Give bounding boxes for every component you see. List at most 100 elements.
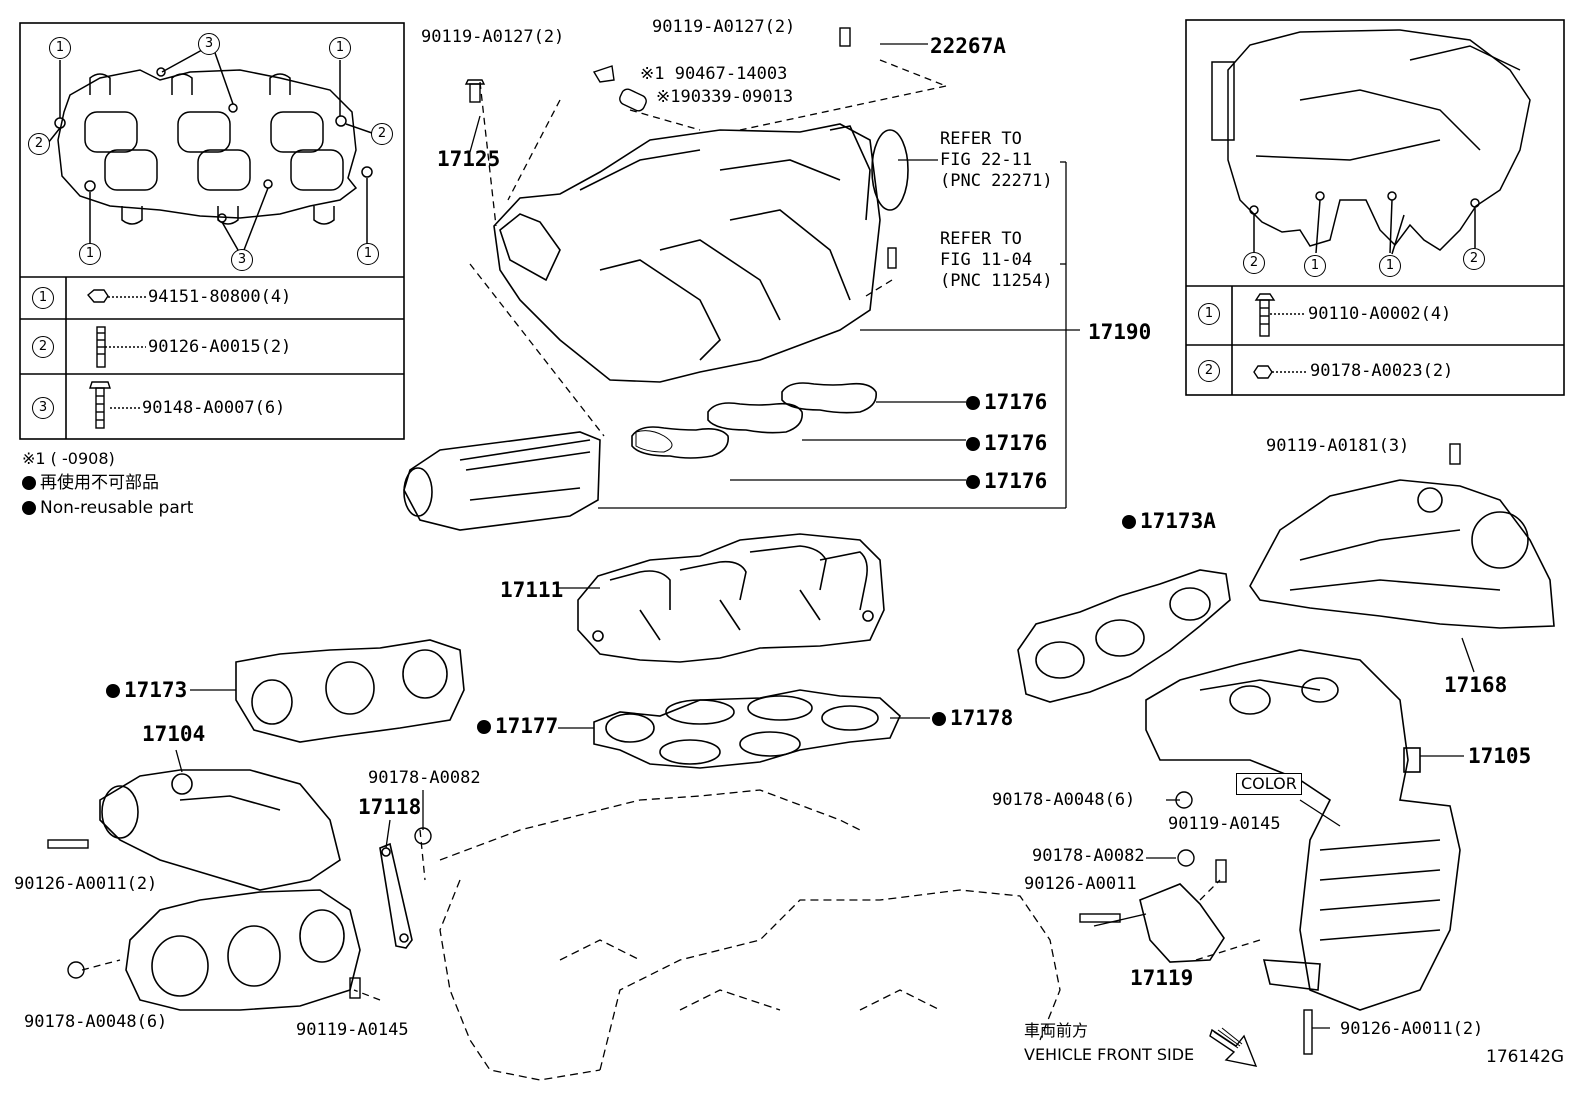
legend-en-text: Non-reusable part <box>40 498 194 518</box>
callout-1-icon: 1 <box>49 37 71 59</box>
part-number[interactable]: 94151-80800(4) <box>148 287 292 307</box>
part-number[interactable]: 90178-A0082 <box>1032 846 1145 866</box>
part-number[interactable]: 17105 <box>1468 744 1532 768</box>
part-number[interactable]: 17119 <box>1130 966 1194 990</box>
part-number-nonreusable[interactable]: 17177 <box>477 716 558 737</box>
part-number[interactable]: 90126-A0011(2) <box>1340 1019 1484 1039</box>
intake-manifold-drawing <box>493 123 909 383</box>
legend-en: Non-reusable part <box>22 500 193 517</box>
color-tag: COLOR <box>1236 773 1302 795</box>
part-number[interactable]: 90119-A0145 <box>296 1020 409 1040</box>
part-number[interactable]: 90148-A0007(6) <box>142 398 286 418</box>
part-label: 17177 <box>495 714 559 738</box>
inset-left-fasteners <box>87 289 146 429</box>
callout-2-icon: 2 <box>1243 252 1265 274</box>
intake-plate-17111 <box>577 533 885 663</box>
table-marker: 2 <box>1198 360 1220 382</box>
part-number[interactable]: ※190339-09013 <box>656 87 794 107</box>
figure-code: 176142G <box>1486 1047 1565 1067</box>
front-label-en: VEHICLE FRONT SIDE <box>1024 1045 1195 1064</box>
callout-2-icon: 2 <box>371 123 393 145</box>
refer-text: (PNC 22271) <box>940 171 1053 191</box>
gasket-17173a <box>1017 569 1231 703</box>
part-label: 17176 <box>984 469 1048 493</box>
inset-left-box <box>19 22 405 440</box>
callout-1-icon: 1 <box>79 243 101 265</box>
intake-runner-drawing <box>403 431 601 531</box>
gaskets-17176 <box>631 382 877 459</box>
part-number[interactable]: 17118 <box>358 795 422 819</box>
part-number-nonreusable[interactable]: 17176 <box>966 433 1047 454</box>
bracket-17118 <box>379 842 413 949</box>
solid-leaders <box>175 43 1475 1029</box>
bracket-17119 <box>1139 883 1225 963</box>
part-label: 17176 <box>984 390 1048 414</box>
part-label: 17173 <box>124 678 188 702</box>
part-number[interactable]: 90178-A0048(6) <box>24 1012 168 1032</box>
part-number-nonreusable[interactable]: 17178 <box>932 708 1013 729</box>
bullet-icon <box>22 476 36 490</box>
part-number[interactable]: 17104 <box>142 722 206 746</box>
callout-1-icon: 1 <box>357 243 379 265</box>
part-number[interactable]: ※1 90467-14003 <box>640 64 788 84</box>
legend-note: ※1 ( -0908) <box>22 449 115 468</box>
part-label: 17176 <box>984 431 1048 455</box>
part-number-nonreusable[interactable]: 17176 <box>966 392 1047 413</box>
callout-1-icon: 1 <box>329 37 351 59</box>
dashed-leaders <box>81 59 1261 1001</box>
front-label-jp: 車両前方 <box>1024 1021 1089 1040</box>
part-number[interactable]: 90119-A0181(3) <box>1266 436 1410 456</box>
gaskets-17177-17178 <box>593 689 901 769</box>
part-number[interactable]: 90178-A0082 <box>368 768 481 788</box>
callout-2-icon: 2 <box>1463 248 1485 270</box>
part-number[interactable]: 17111 <box>500 578 564 602</box>
bullet-icon <box>477 720 491 734</box>
gasket-17173 <box>235 639 465 743</box>
table-marker: 1 <box>1198 303 1220 325</box>
part-number[interactable]: 17190 <box>1088 320 1152 344</box>
callout-2-icon: 2 <box>28 133 50 155</box>
part-label: 17173A <box>1140 509 1216 533</box>
part-number[interactable]: 90178-A0023(2) <box>1310 361 1454 381</box>
bullet-icon <box>966 396 980 410</box>
refer-text[interactable]: FIG 22-11 <box>940 150 1033 170</box>
part-number[interactable]: 90126-A0015(2) <box>148 337 292 357</box>
bullet-icon <box>932 712 946 726</box>
exhaust-converter-17104 <box>99 769 361 1011</box>
part-number[interactable]: 90119-A0127(2) <box>421 27 565 47</box>
table-marker: 2 <box>32 336 54 358</box>
part-number[interactable]: 90110-A0002(4) <box>1308 304 1452 324</box>
legend-jp: 再使用不可部品 <box>22 475 159 492</box>
refer-text: (PNC 11254) <box>940 271 1053 291</box>
part-label: 17178 <box>950 706 1014 730</box>
callout-1-icon: 1 <box>1304 255 1326 277</box>
part-number-nonreusable[interactable]: 17173 <box>106 680 187 701</box>
part-number-nonreusable[interactable]: 17176 <box>966 471 1047 492</box>
bullet-icon <box>966 475 980 489</box>
front-arrow-icon <box>1209 1027 1258 1067</box>
refer-text: REFER TO <box>940 229 1022 249</box>
part-number[interactable]: 17168 <box>1444 673 1508 697</box>
part-number[interactable]: 90126-A0011 <box>1024 874 1137 894</box>
bullet-icon <box>22 501 36 515</box>
part-number[interactable]: 90119-A0127(2) <box>652 17 796 37</box>
part-number[interactable]: 90119-A0145 <box>1168 814 1281 834</box>
part-number[interactable]: 22267A <box>930 34 1006 58</box>
bullet-icon <box>1122 515 1136 529</box>
refer-text[interactable]: FIG 11-04 <box>940 250 1033 270</box>
part-number-nonreusable[interactable]: 17173A <box>1122 511 1216 532</box>
refer-text: REFER TO <box>940 129 1022 149</box>
legend-jp-text: 再使用不可部品 <box>40 473 159 493</box>
inset-right-box <box>1185 19 1565 396</box>
part-number[interactable]: 90178-A0048(6) <box>992 790 1136 810</box>
fasteners-misc <box>47 27 1461 1055</box>
exhaust-converter-17105 <box>1145 649 1461 1011</box>
part-number[interactable]: 90126-A0011(2) <box>14 874 158 894</box>
callout-3-icon: 3 <box>198 33 220 55</box>
bullet-icon <box>966 437 980 451</box>
part-number[interactable]: 17125 <box>437 147 501 171</box>
table-marker: 1 <box>32 287 54 309</box>
table-marker: 3 <box>32 397 54 419</box>
